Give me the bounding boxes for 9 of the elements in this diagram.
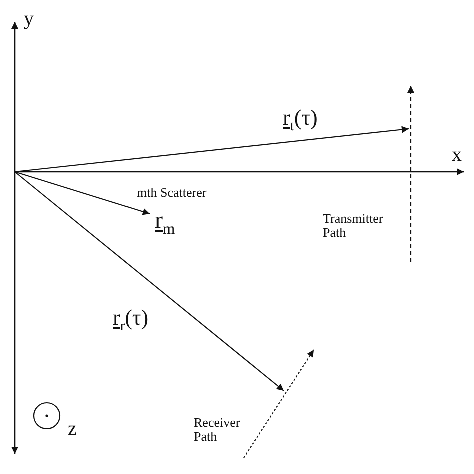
axis-label: x bbox=[452, 144, 462, 166]
path-label: Receiver Path bbox=[194, 416, 242, 445]
vector-label: r$_{t}$(τ) bbox=[283, 106, 318, 136]
path-label: Transmitter Path bbox=[323, 212, 384, 241]
axis-label: y bbox=[24, 8, 34, 30]
vector-label: r$_{m}$ bbox=[155, 208, 176, 238]
axis-label: z bbox=[68, 418, 77, 440]
vector-label: r$_{r}$(τ) bbox=[113, 306, 149, 336]
point-label: mth Scatterer bbox=[137, 186, 207, 200]
